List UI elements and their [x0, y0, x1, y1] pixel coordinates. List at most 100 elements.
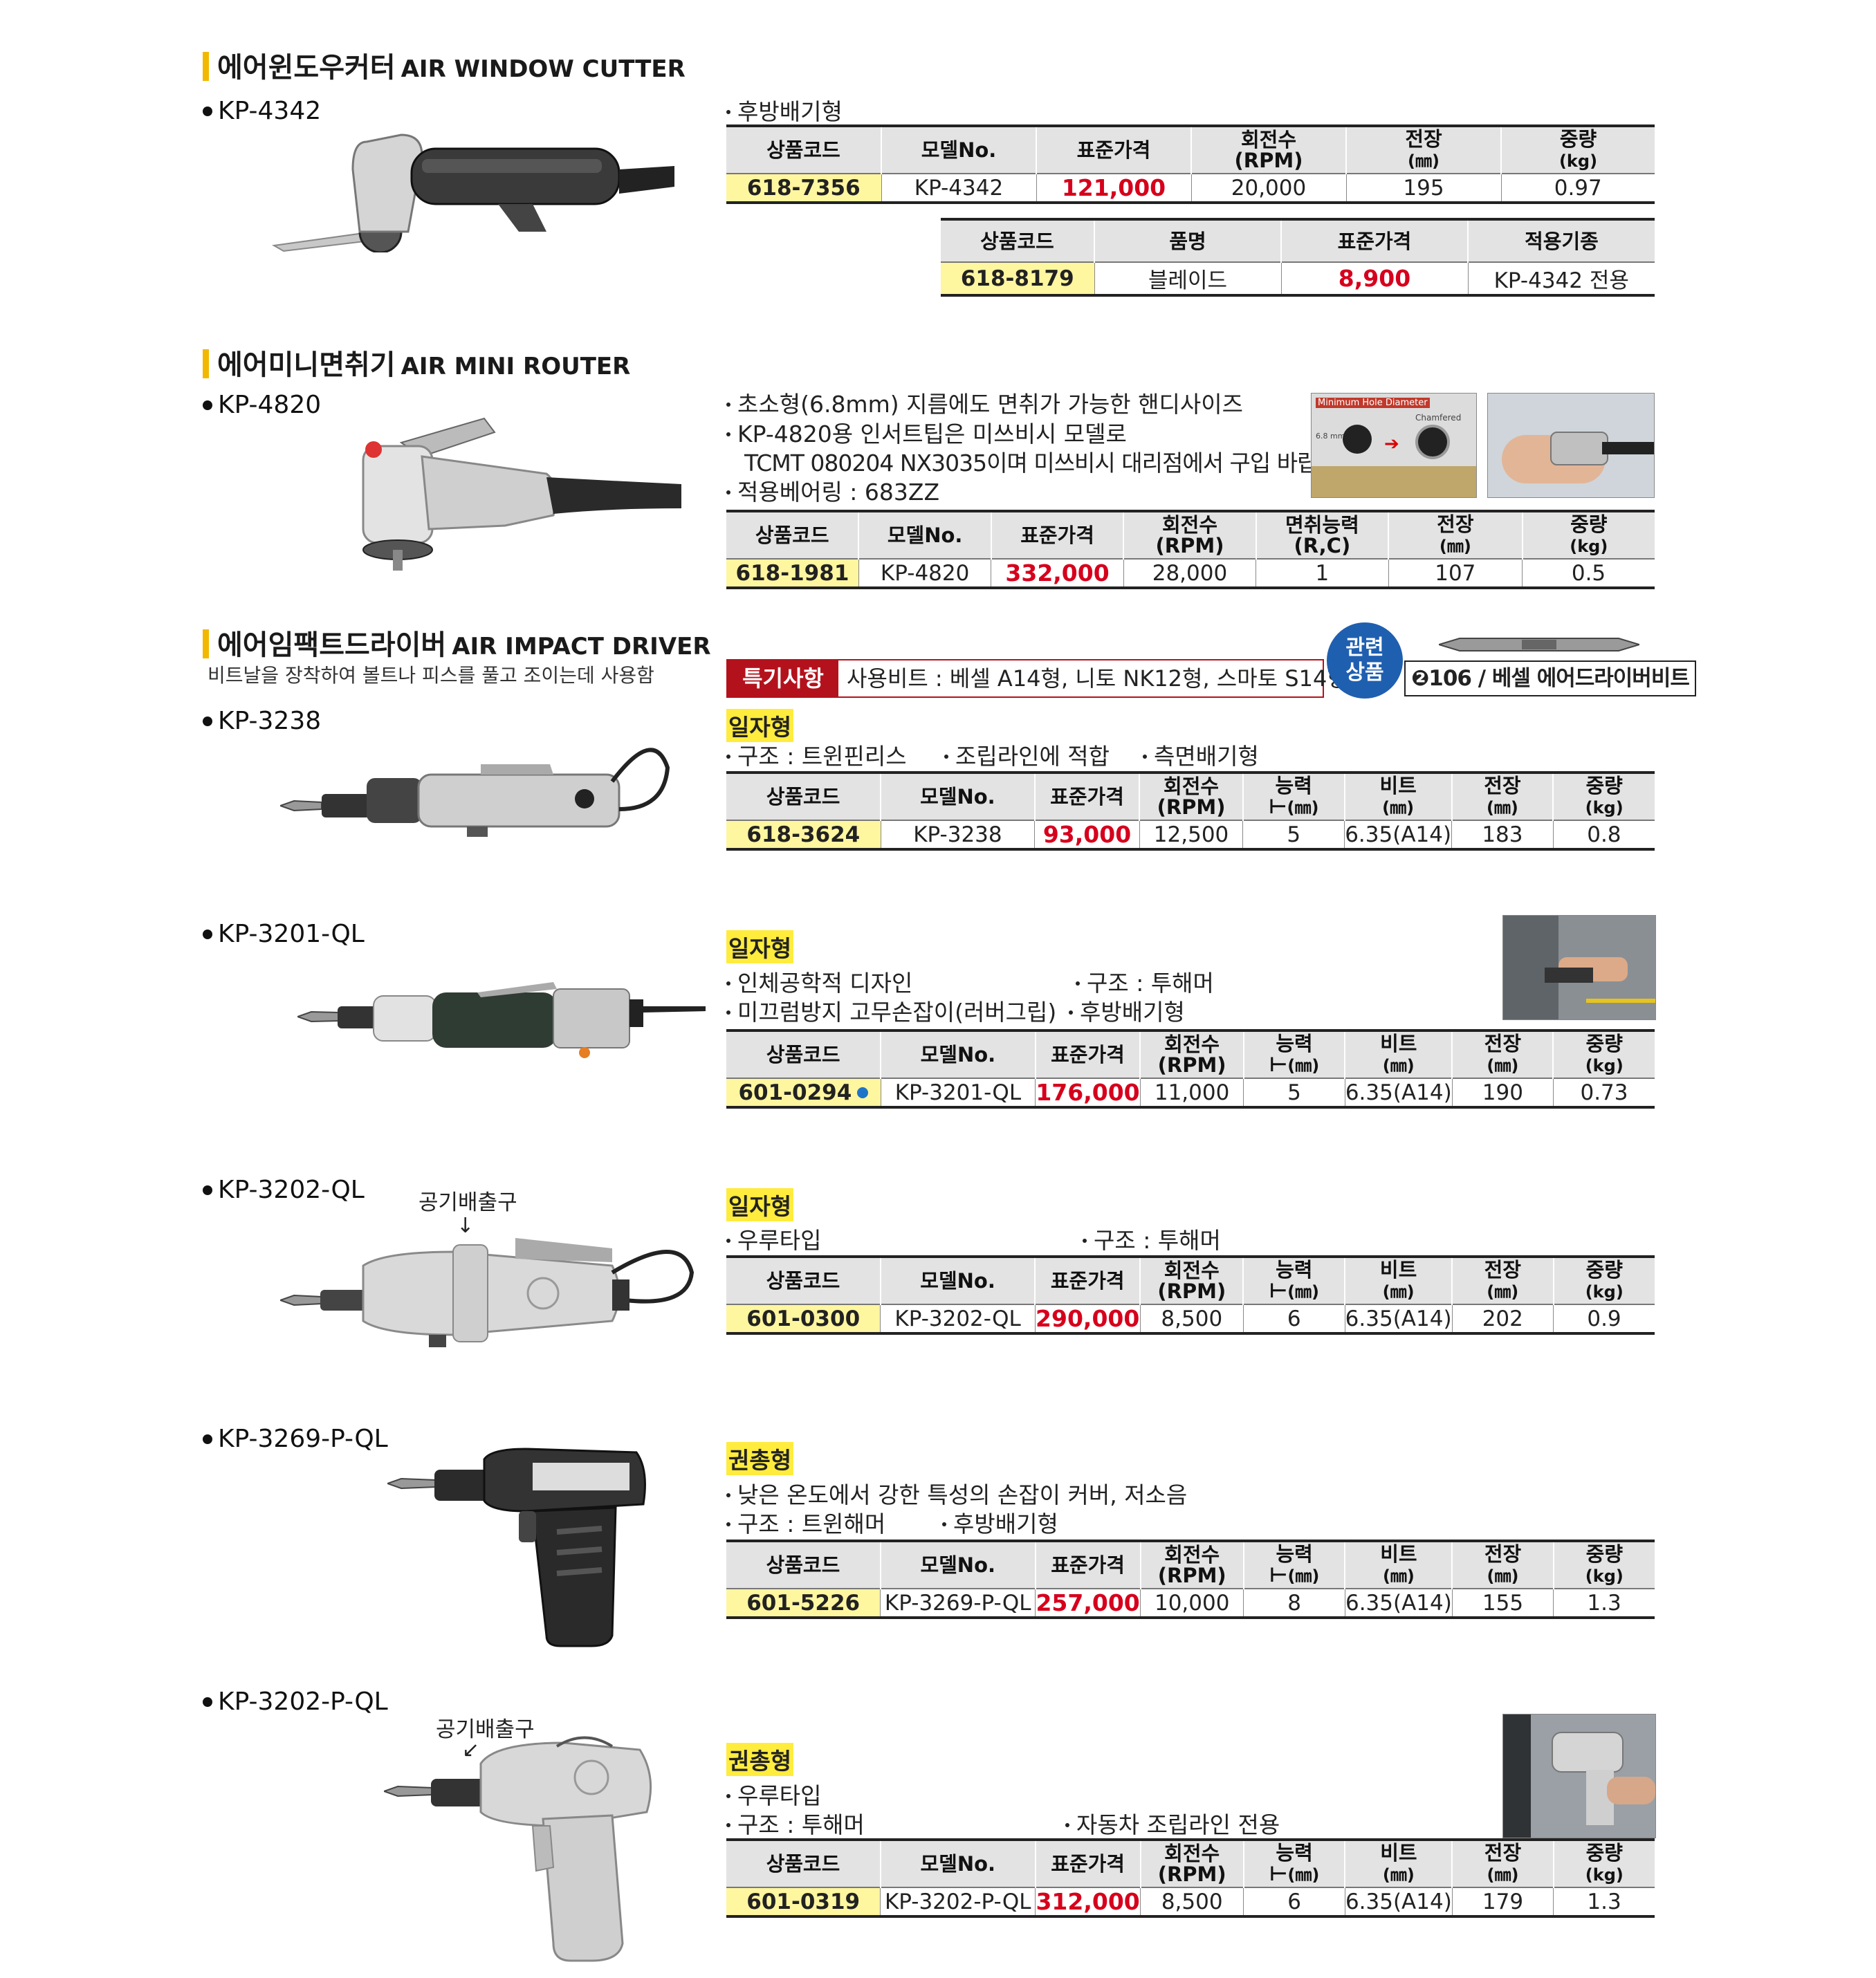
length: 179 [1451, 1887, 1554, 1918]
spec-table-kp3238: 상품코드 모델No. 표준가격 회전수(RPM) 능력⊢(㎜) 비트(㎜) 전장… [726, 771, 1655, 851]
table-row: 601-5226 KP-3269-P-QL 257,000 10,000 8 6… [726, 1588, 1655, 1619]
tool-image-kp3269 [387, 1448, 646, 1647]
header-capacity: 능력⊢(㎜) [1242, 1838, 1345, 1887]
exhaust-callout-kp3202: 공기배출구 [419, 1190, 517, 1215]
header-code: 상품코드 [941, 218, 1094, 262]
related-number-icon: ❷ [1411, 666, 1429, 691]
model-no: KP-4342 [881, 173, 1036, 204]
length: 107 [1388, 558, 1523, 589]
special-note-label: 특기사항 [728, 660, 838, 696]
model-label-kp4820: KP-4820 [203, 391, 321, 419]
bullet-kp3202p-1: 우루타입 [726, 1777, 821, 1811]
tool-image-kp3202p [384, 1736, 652, 1962]
section-title-en: AIR WINDOW CUTTER [401, 55, 686, 83]
header-weight: 중량(kg) [1552, 1255, 1655, 1304]
header-weight: 중량(kg) [1552, 1838, 1655, 1887]
capacity: 8 [1243, 1588, 1345, 1619]
header-weight: 중량(kg) [1521, 510, 1655, 559]
spec-table-kp4820: 상품코드 모델No. 표준가격 회전수(RPM) 면취능력(R,C) 전장(㎜)… [726, 510, 1655, 589]
tool-image-kp3238 [280, 748, 670, 837]
header-bit: 비트(㎜) [1344, 1838, 1453, 1887]
capacity: 6 [1243, 1887, 1345, 1918]
header-length: 전장(㎜) [1345, 124, 1501, 174]
rpm: 8,500 [1139, 1304, 1244, 1335]
title-accent-bar [203, 629, 209, 658]
type-label-kp3202: 일자형 [726, 1188, 794, 1221]
capacity: 5 [1243, 1078, 1345, 1109]
weight: 0.5 [1522, 558, 1655, 589]
model-no: KP-3202-P-QL [880, 1887, 1036, 1918]
header-price: 표준가격 [1034, 1838, 1141, 1887]
header-model: 모델No. [880, 1029, 1036, 1078]
bullet-kp3201-4: 후방배기형 [1069, 994, 1185, 1027]
driver-bit-image [1439, 638, 1639, 651]
price: 290,000 [1034, 1304, 1141, 1335]
related-product-link[interactable]: ❷106 / 베셀 에어드라이버비트 [1404, 660, 1696, 696]
bullet-kp4820-4: 적용베어링 : 683ZZ [726, 474, 939, 507]
length: 183 [1451, 820, 1554, 851]
model-label-kp3269: KP-3269-P-QL [203, 1425, 388, 1453]
screw-icon: ⊢ [1269, 1279, 1288, 1302]
item-name: 블레이드 [1094, 261, 1281, 297]
spec-table-kp3201: 상품코드 모델No. 표준가격 회전수(RPM) 능력⊢(㎜) 비트(㎜) 전장… [726, 1029, 1655, 1109]
product-code: 601-0319 [726, 1887, 881, 1918]
weight: 1.3 [1553, 1887, 1655, 1918]
header-chamfer: 면취능력(R,C) [1255, 510, 1389, 559]
price: 257,000 [1035, 1588, 1141, 1619]
header-code: 상품코드 [726, 1029, 881, 1078]
capacity: 5 [1242, 820, 1345, 851]
header-price: 표준가격 [990, 510, 1124, 559]
header-price: 표준가격 [1034, 1255, 1141, 1304]
assembly-line-photo-kp3202p [1502, 1714, 1656, 1838]
bullet-kp3238-3: 측면배기형 [1143, 738, 1259, 771]
workshop-photo-kp3201 [1502, 915, 1656, 1020]
bullet-kp4820-1: 초소형(6.8mm) 지름에도 면취가 가능한 핸디사이즈 [726, 386, 1243, 419]
weight: 0.8 [1552, 820, 1655, 851]
header-rpm: 회전수(RPM) [1139, 771, 1243, 820]
header-capacity: 능력⊢(㎜) [1242, 1540, 1345, 1589]
type-label-kp3238: 일자형 [726, 709, 794, 742]
spec-table-kp3202: 상품코드 모델No. 표준가격 회전수(RPM) 능력⊢(㎜) 비트(㎜) 전장… [726, 1255, 1655, 1335]
bullet-dot [203, 107, 212, 116]
product-code: 601-0294 [726, 1078, 881, 1109]
bullet-kp3201-2: 구조 : 투해머 [1076, 965, 1214, 998]
bullet-kp3202-1: 우루타입 [726, 1222, 821, 1255]
bullet-kp4342: 후방배기형 [726, 93, 843, 127]
screw-icon: ⊢ [1268, 795, 1287, 818]
photo-caption-chamfered: Chamfered [1415, 413, 1462, 423]
table-row: 601-0319 KP-3202-P-QL 312,000 8,500 6 6.… [726, 1887, 1655, 1918]
product-code: 601-0300 [726, 1304, 881, 1335]
header-rpm: 회전수(RPM) [1139, 1838, 1244, 1887]
screw-icon: ⊢ [1269, 1563, 1288, 1587]
product-code: 618-1981 [726, 558, 859, 589]
header-price: 표준가격 [1034, 1540, 1141, 1589]
table-row: 618-8179 블레이드 8,900 KP-4342 전용 [941, 261, 1655, 297]
bit: 6.35(A14) [1344, 1304, 1453, 1335]
header-model: 모델No. [879, 1255, 1036, 1304]
header-capacity: 능력⊢(㎜) [1242, 1029, 1345, 1078]
product-code: 618-3624 [726, 820, 881, 851]
spec-table-kp4342: 상품코드 모델No. 표준가격 회전수(RPM) 전장(㎜) 중량(kg) 61… [726, 124, 1655, 204]
price: 312,000 [1035, 1887, 1141, 1918]
header-price: 표준가격 [1280, 218, 1468, 262]
header-rpm: 회전수(RPM) [1190, 124, 1346, 174]
weight: 0.97 [1500, 173, 1655, 204]
header-model: 모델No. [879, 1540, 1036, 1589]
model-label-kp3202p: KP-3202-P-QL [203, 1688, 388, 1716]
header-code: 상품코드 [726, 1255, 881, 1304]
hole-diameter-photo: Minimum Hole Diameter Chamfered 6.8 mm ➔ [1311, 393, 1477, 498]
header-bit: 비트(㎜) [1343, 771, 1452, 820]
header-length: 전장(㎜) [1451, 1029, 1554, 1078]
length: 190 [1451, 1078, 1554, 1109]
header-code: 상품코드 [726, 771, 881, 820]
header-item-name: 품명 [1094, 218, 1281, 262]
bit: 6.35(A14) [1344, 1078, 1453, 1109]
header-price: 표준가격 [1036, 124, 1191, 174]
photo-caption-min-hole: Minimum Hole Diameter [1316, 398, 1430, 408]
bullet-kp3238-2: 조립라인에 적합 [944, 738, 1110, 771]
header-length: 전장(㎜) [1451, 1838, 1554, 1887]
header-code: 상품코드 [726, 124, 881, 174]
header-weight: 중량(kg) [1552, 1029, 1655, 1078]
header-model: 모델No. [879, 1838, 1036, 1887]
